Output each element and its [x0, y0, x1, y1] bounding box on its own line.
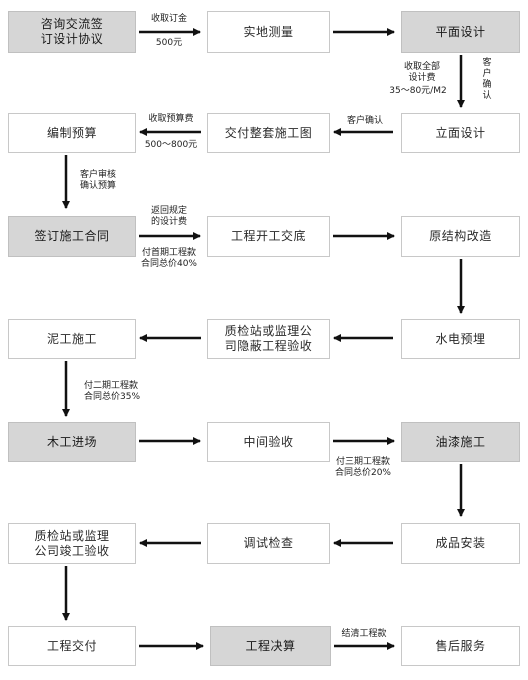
step-settlement: 工程决算	[210, 626, 331, 666]
label-first-payment: 付首期工程款 合同总价40%	[140, 248, 197, 269]
step-drawings: 交付整套施工图	[207, 113, 330, 153]
label-budget-fee-amount: 500～800元	[144, 140, 198, 150]
step-plan-design: 平面设计	[401, 11, 520, 53]
step-carpentry: 木工进场	[8, 422, 136, 462]
label-budget-fee: 收取预算费	[148, 114, 194, 124]
label-refund-design-fee: 返回规定 的设计费	[150, 206, 187, 227]
label-third-payment: 付三期工程款 合同总价20%	[334, 457, 391, 478]
label-deposit: 收取订金	[150, 14, 187, 24]
step-hidden-inspection: 质检站或监理公 司隐蔽工程验收	[207, 319, 330, 359]
step-briefing: 工程开工交底	[207, 216, 330, 257]
label-design-fee-rate: 35～80元/M2	[389, 86, 447, 96]
step-installation: 成品安装	[401, 523, 520, 564]
step-consult: 咨询交流签 订设计协议	[8, 11, 136, 53]
label-deposit-amount: 500元	[155, 38, 183, 48]
label-settle-payment: 结清工程款	[341, 629, 387, 639]
step-final-inspection: 质检站或监理 公司竣工验收	[8, 523, 136, 564]
label-client-confirm-vertical: 客 户 确 认	[482, 58, 492, 101]
step-contract: 签订施工合同	[8, 216, 136, 257]
step-budget: 编制预算	[8, 113, 136, 153]
step-after-sales: 售后服务	[401, 626, 520, 666]
step-handover: 工程交付	[8, 626, 136, 666]
label-client-confirm: 客户确认	[346, 116, 383, 126]
step-mid-inspection: 中间验收	[207, 422, 330, 462]
step-masonry: 泥工施工	[8, 319, 136, 359]
step-painting: 油漆施工	[401, 422, 520, 462]
step-plumbing: 水电预埋	[401, 319, 520, 359]
step-debugging: 调试检查	[207, 523, 330, 564]
label-client-review: 客户审核 确认预算	[80, 170, 117, 191]
step-elevation: 立面设计	[401, 113, 520, 153]
step-renovation: 原结构改造	[401, 216, 520, 257]
label-design-fee: 收取全部 设计费	[403, 62, 440, 83]
label-second-payment: 付二期工程款 合同总价35%	[84, 381, 141, 402]
step-survey: 实地测量	[207, 11, 330, 53]
